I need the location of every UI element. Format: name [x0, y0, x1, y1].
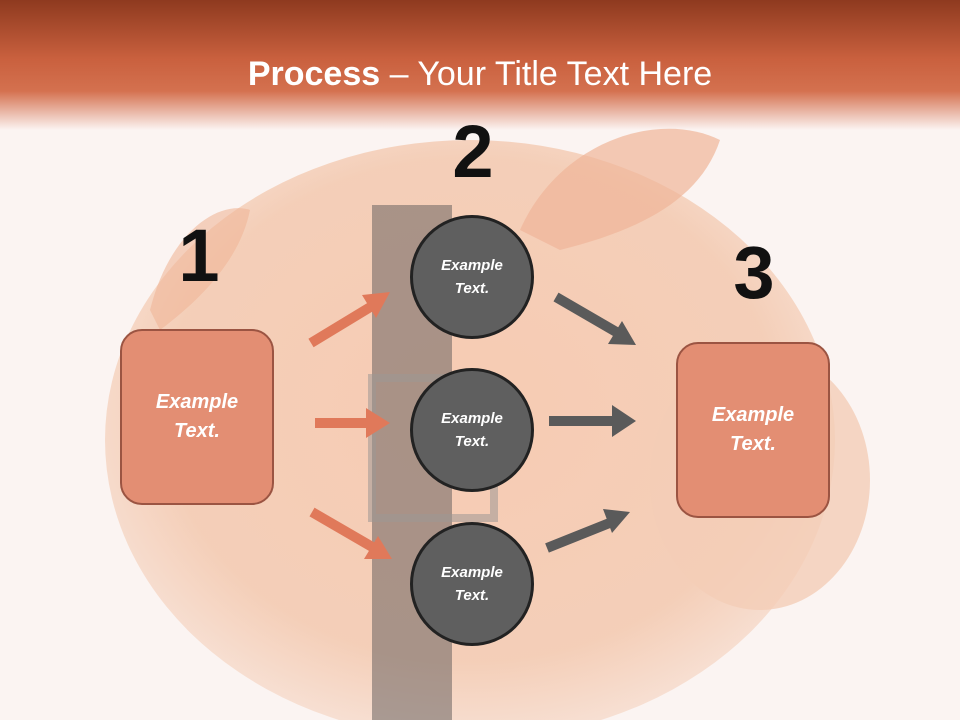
- circle-3: Example Text.: [410, 522, 534, 646]
- orange-arrow-down: [309, 507, 392, 559]
- title-bar: [0, 0, 960, 130]
- gray-arrow-down: [553, 292, 636, 345]
- circle-3-text: Example Text.: [441, 564, 503, 604]
- gray-arrow-up: [545, 509, 630, 553]
- orange-arrow-up: [308, 292, 390, 348]
- orange-arrow-right: [315, 408, 390, 438]
- circle-2-text: Example Text.: [441, 410, 503, 450]
- circle-2: Example Text.: [410, 368, 534, 492]
- step-number-3: 3: [733, 231, 775, 314]
- gray-arrow-right: [549, 405, 636, 437]
- step-number-1: 1: [178, 214, 220, 297]
- step-number-2: 2: [452, 110, 494, 193]
- right-box-text: Example Text.: [711, 404, 795, 455]
- circle-1-text: Example Text.: [441, 257, 503, 297]
- left-box: Example Text.: [120, 329, 274, 505]
- slide-title: Process – Your Title Text Here: [0, 52, 960, 96]
- left-box-text: Example Text.: [155, 391, 239, 442]
- title-bold: Process: [247, 55, 381, 93]
- title-rest: – Your Title Text Here: [380, 55, 713, 93]
- circle-1: Example Text.: [410, 215, 534, 339]
- right-box: Example Text.: [676, 342, 830, 518]
